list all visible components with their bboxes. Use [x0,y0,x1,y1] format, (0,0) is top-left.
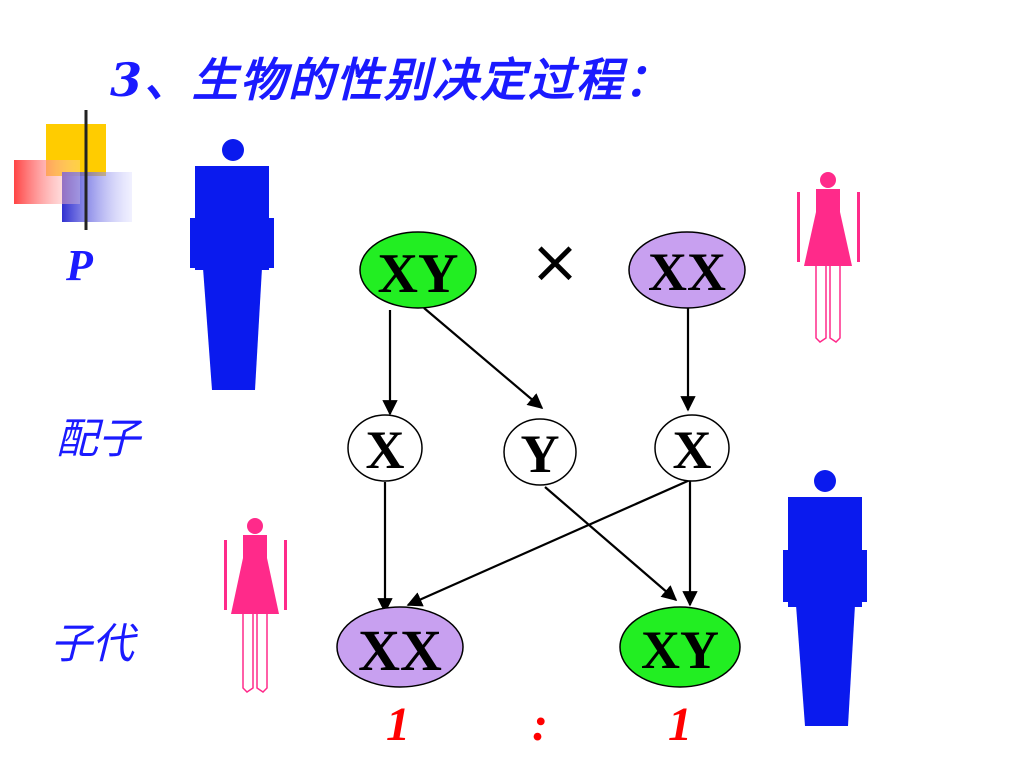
slide-title: 3、生物的性别决定过程： [110,53,673,107]
gamete-node: X [654,414,730,482]
parent-male-node: XY [359,231,477,309]
gamete-label: X [366,420,405,480]
row-label-parent: P [66,241,93,290]
parent-male-ellipse [359,231,477,309]
parent-female-ellipse [628,231,746,309]
parent-female-genotype: XX [648,242,726,302]
offspring-genotype: XY [641,620,719,680]
inheritance-arrows [377,307,698,614]
male-figure-icon [190,139,274,390]
parent-female-node: XX [628,231,746,309]
row-label-offspring: 子代 [50,619,135,668]
female-figure-icon [797,172,860,343]
parent-male-genotype: XY [378,243,459,305]
female-figure-icon [224,518,287,693]
gamete-node: Y [503,418,577,486]
ratio-right: 1 [668,698,692,751]
row-label-gametes: 配子 [56,414,141,463]
decorative-corner-icon [14,110,960,230]
ratio-left: 1 [386,698,410,751]
gamete-label: X [673,420,712,480]
offspring-female-node: XX [336,606,464,688]
offspring-male-node: XY [619,606,741,688]
male-figure-icon [783,470,867,726]
offspring-genotype: XX [358,618,442,683]
cross-symbol: × [530,227,580,297]
ratio-separator: : [532,698,548,751]
gamete-label: Y [521,424,560,484]
gamete-node: X [347,414,423,482]
